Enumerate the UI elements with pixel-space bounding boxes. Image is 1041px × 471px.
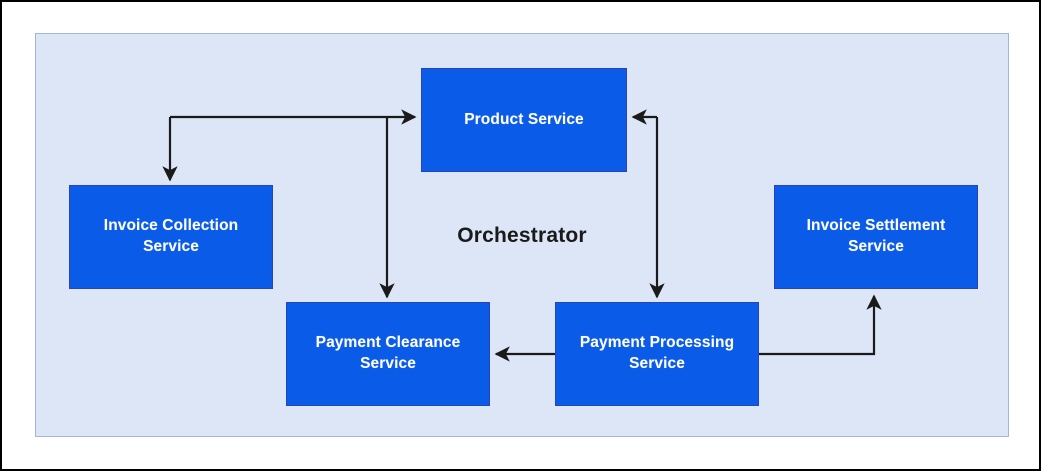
node-payment-clearance-line2: Service <box>360 355 416 372</box>
node-product-service-label: Product Service <box>464 110 584 128</box>
node-invoice-settlement-service[interactable]: Invoice Settlement Service <box>774 185 978 289</box>
orchestrator-label: Orchestrator <box>457 224 587 247</box>
node-payment-processing-line1: Payment Processing <box>579 334 735 352</box>
node-invoice-settlement-line2: Service <box>848 238 904 255</box>
node-payment-processing-service-label: Payment Processing Service <box>580 333 734 375</box>
node-payment-clearance-line1: Payment Clearance <box>315 334 461 352</box>
node-invoice-collection-line1: Invoice Collection <box>103 217 239 235</box>
node-payment-processing-line2: Service <box>629 355 685 372</box>
node-invoice-settlement-service-label: Invoice Settlement Service <box>807 216 946 258</box>
node-invoice-collection-line2: Service <box>143 238 199 255</box>
node-invoice-collection-service-label: Invoice Collection Service <box>104 216 238 258</box>
node-payment-processing-service[interactable]: Payment Processing Service <box>555 302 759 406</box>
node-invoice-collection-service[interactable]: Invoice Collection Service <box>69 185 273 289</box>
node-invoice-settlement-line1: Invoice Settlement <box>806 217 946 235</box>
node-product-service[interactable]: Product Service <box>421 68 627 172</box>
node-payment-clearance-service[interactable]: Payment Clearance Service <box>286 302 490 406</box>
node-payment-clearance-service-label: Payment Clearance Service <box>316 333 461 375</box>
